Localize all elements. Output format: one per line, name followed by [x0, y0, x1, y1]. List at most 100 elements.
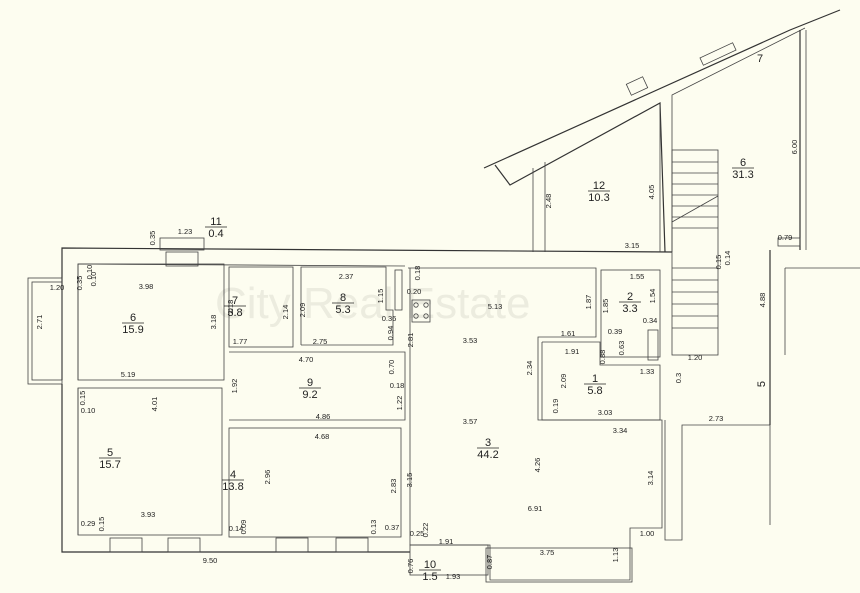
room-label: 15.8 — [584, 373, 606, 397]
dimension-label: 3.57 — [463, 417, 478, 426]
dimension-label: 0.34 — [643, 316, 658, 325]
dimension-label: 1.20 — [688, 353, 703, 362]
dimension-label: 0.20 — [407, 287, 422, 296]
dimension-label: 1.13 — [611, 548, 620, 563]
room-area: 31.3 — [732, 169, 753, 181]
dimension-label: 0.25 — [410, 529, 425, 538]
room-label: 23.3 — [619, 291, 641, 315]
room-area: 0.4 — [208, 228, 223, 240]
dimension-label: 4.01 — [150, 397, 159, 412]
room-number: 6 — [130, 312, 136, 324]
dimension-label: 3.53 — [463, 336, 478, 345]
room-label: 110.4 — [205, 216, 227, 240]
room-area: 5.3 — [335, 304, 350, 316]
dimension-label: 5.13 — [488, 302, 503, 311]
dimension-label: 4.05 — [647, 185, 656, 200]
room-number: 2 — [627, 291, 633, 303]
dimension-label: 4.68 — [315, 432, 330, 441]
dimension-label: 9.50 — [203, 556, 218, 565]
dimension-label: 0.79 — [778, 233, 793, 242]
dimension-label: 0.19 — [551, 399, 560, 414]
dimension-label: 2.81 — [406, 333, 415, 348]
room-area: 5.8 — [587, 385, 602, 397]
dimension-label: 0.70 — [387, 360, 396, 375]
dimension-label: 0.39 — [608, 327, 623, 336]
dimension-label: 0.36 — [382, 314, 397, 323]
dimension-label: 0.88 — [598, 350, 607, 365]
dimension-label: 1.33 — [640, 367, 655, 376]
room-label: 515.7 — [99, 447, 121, 471]
dimension-label: 0.63 — [617, 341, 626, 356]
room-number: 3 — [485, 437, 491, 449]
dimension-label: 0.76 — [406, 559, 415, 574]
dimension-label: 2.75 — [313, 337, 328, 346]
dimension-label: 2.83 — [389, 479, 398, 494]
section-marker: 7 — [757, 53, 763, 65]
room-area: 3.3 — [622, 303, 637, 315]
dimension-label: 2.09 — [559, 374, 568, 389]
dimension-label: 1.77 — [233, 337, 248, 346]
dimension-label: 2.18 — [226, 300, 235, 315]
dimension-label: 3.98 — [139, 282, 154, 291]
room-label: 73.8 — [224, 295, 246, 319]
room-label: 413.8 — [222, 469, 244, 493]
dimension-label: 6.91 — [528, 504, 543, 513]
room-label: 85.3 — [332, 292, 354, 316]
dimension-label: 0.14 — [229, 524, 244, 533]
dimension-label: 0.15 — [714, 255, 723, 270]
dimension-label: 3.15 — [625, 241, 640, 250]
dimension-label: 4.86 — [316, 412, 331, 421]
dimension-label: 1.93 — [446, 572, 461, 581]
room-area: 10.3 — [588, 192, 609, 204]
dimension-label: 0.10 — [81, 406, 96, 415]
dimension-label: 1.92 — [230, 379, 239, 394]
room-area: 3.8 — [227, 307, 242, 319]
room-number: 12 — [593, 180, 605, 192]
dimension-label: 0.10 — [85, 265, 94, 280]
stairs — [671, 161, 719, 329]
room-number: 9 — [307, 377, 313, 389]
dimension-label: 0.15 — [97, 517, 106, 532]
room-label: 615.9 — [122, 312, 144, 336]
dimension-label: 2.14 — [281, 305, 290, 320]
dimension-label: 1.61 — [561, 329, 576, 338]
dimension-label: 0.09 — [239, 520, 248, 535]
dimension-label: 1.23 — [178, 227, 193, 236]
dimension-label: 0.18 — [413, 266, 422, 281]
dimension-label: 1.87 — [584, 295, 593, 310]
dimension-label: 1.55 — [630, 272, 645, 281]
room-label: 631.3 — [732, 157, 754, 181]
dimension-label: 0.3 — [674, 373, 683, 383]
room-number: 11 — [210, 216, 221, 228]
dimension-label: 1.15 — [376, 289, 385, 304]
dimension-label: 2.37 — [339, 272, 354, 281]
dimension-label: 1.20 — [50, 283, 65, 292]
room-number: 8 — [340, 292, 346, 304]
dimension-label: 3.93 — [141, 510, 156, 519]
dimension-label: 3.14 — [646, 471, 655, 486]
dimension-label: 1.54 — [648, 289, 657, 304]
dimension-label: 3.34 — [613, 426, 628, 435]
dimension-label: 0.13 — [369, 520, 378, 535]
room-label: 99.2 — [299, 377, 321, 401]
dimension-label: 2.34 — [525, 361, 534, 376]
dimension-label: 5.19 — [121, 370, 136, 379]
dimension-label: 2.71 — [35, 315, 44, 330]
room-label: 101.5 — [419, 559, 441, 583]
section-marker: 5 — [756, 381, 768, 387]
room-number: 7 — [232, 295, 238, 307]
dimension-label: 0.29 — [81, 519, 96, 528]
room-area: 9.2 — [302, 389, 317, 401]
room-number: 6 — [740, 157, 746, 169]
dimension-label: 3.15 — [405, 473, 414, 488]
dimension-label: 0.35 — [148, 231, 157, 246]
dimension-label: 0.18 — [390, 381, 405, 390]
dimension-label: 4.70 — [299, 355, 314, 364]
dimension-label: 0.35 — [75, 276, 84, 291]
room-area: 44.2 — [477, 449, 498, 461]
dimension-label: 2.09 — [298, 303, 307, 318]
dimension-label: 1.00 — [640, 529, 655, 538]
